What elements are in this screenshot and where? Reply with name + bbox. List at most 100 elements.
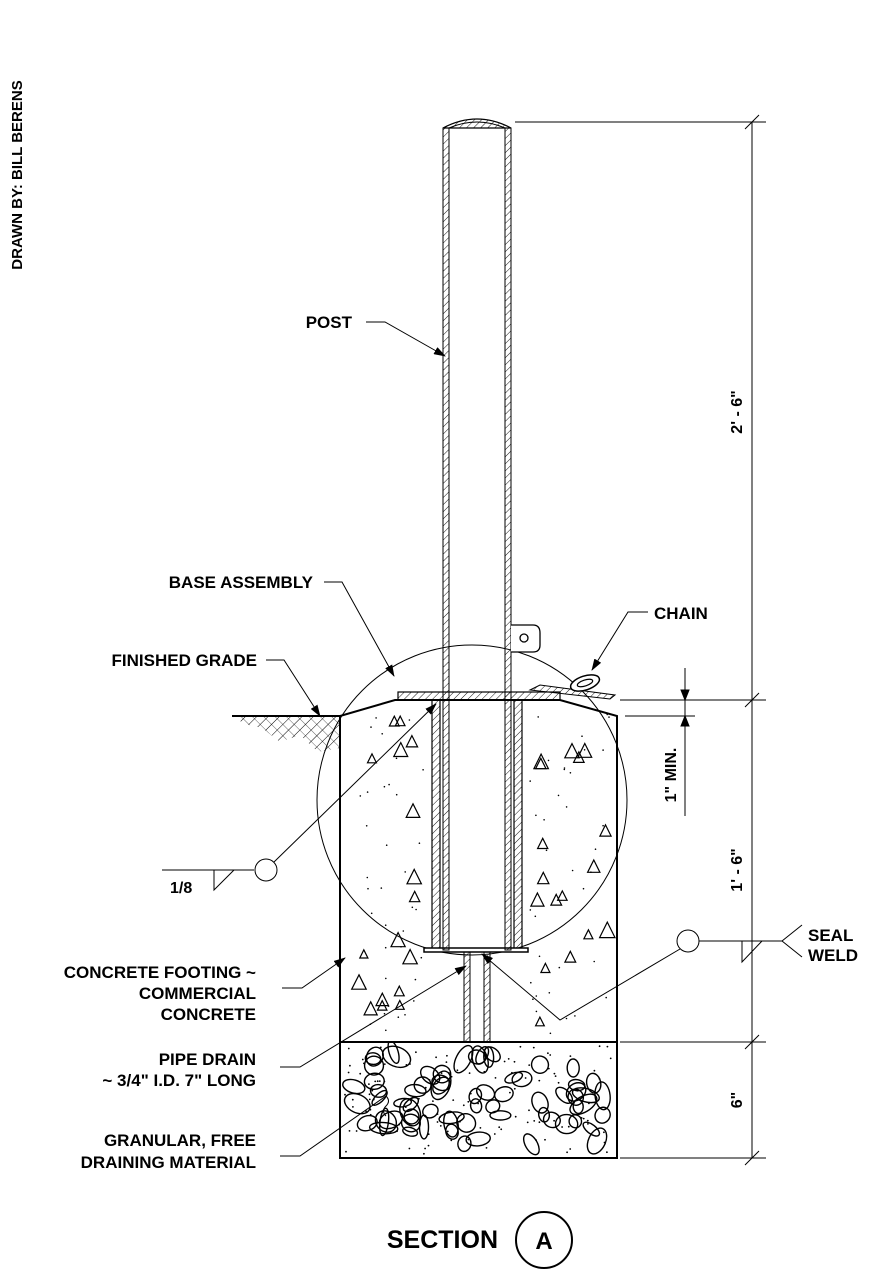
gravel-stone bbox=[399, 1098, 422, 1127]
gravel-dot bbox=[348, 1130, 351, 1132]
gravel-dot bbox=[467, 1138, 470, 1141]
aggregate-dot bbox=[557, 794, 560, 797]
drawn-by-text: DRAWN BY: BILL BERENS bbox=[9, 80, 26, 269]
label-chain: CHAIN bbox=[654, 604, 708, 623]
aggregate-mark bbox=[393, 984, 406, 997]
gravel-dot bbox=[450, 1139, 453, 1142]
aggregate-mark bbox=[586, 858, 601, 873]
gravel-stone bbox=[402, 1126, 419, 1137]
gravel-dot bbox=[446, 1054, 448, 1057]
gravel-dot bbox=[423, 1152, 425, 1155]
aggregate-dot bbox=[569, 772, 572, 774]
gravel-stone bbox=[566, 1058, 580, 1078]
gravel-dot bbox=[405, 1064, 408, 1066]
gravel-dot bbox=[553, 1072, 556, 1075]
gravel-dot bbox=[547, 1052, 549, 1055]
aggregate-dot bbox=[547, 759, 550, 762]
aggregate-dot bbox=[420, 956, 423, 959]
gravel-dot bbox=[424, 1086, 427, 1089]
gravel-dot bbox=[412, 1096, 414, 1099]
label-footing-2: COMMERCIAL bbox=[139, 984, 256, 1003]
gravel-dot bbox=[538, 1079, 541, 1082]
aggregate-dot bbox=[414, 978, 417, 981]
gravel-dot bbox=[410, 1097, 413, 1100]
gravel-stone bbox=[555, 1086, 574, 1104]
label-gravel-1: GRANULAR, FREE bbox=[104, 1131, 256, 1150]
gravel-dot bbox=[593, 1069, 596, 1072]
gravel-dot bbox=[603, 1131, 605, 1134]
gravel-stone bbox=[468, 1087, 483, 1105]
gravel-dot bbox=[352, 1106, 354, 1108]
aggregate-mark bbox=[363, 1000, 379, 1016]
aggregate-dot bbox=[366, 876, 369, 879]
gravel-dot bbox=[349, 1064, 351, 1067]
gravel-dot bbox=[424, 1147, 426, 1150]
aggregate-dot bbox=[404, 1014, 406, 1016]
gravel-dot bbox=[427, 1144, 430, 1147]
gravel-stone bbox=[368, 1121, 399, 1135]
gravel-stone bbox=[356, 1114, 378, 1132]
aggregate-mark bbox=[529, 891, 545, 907]
gravel-stone bbox=[404, 1083, 427, 1098]
gravel-dot bbox=[483, 1070, 486, 1073]
gravel-dot bbox=[503, 1060, 506, 1063]
gravel-stone bbox=[343, 1092, 371, 1115]
gravel-dot bbox=[549, 1054, 552, 1056]
pipe-drain bbox=[463, 951, 491, 1043]
gravel-stone bbox=[465, 1131, 491, 1147]
aggregate-dot bbox=[548, 992, 551, 994]
aggregate-mark bbox=[536, 836, 549, 850]
gravel-stone bbox=[537, 1106, 551, 1123]
gravel-stone bbox=[483, 1046, 495, 1068]
aggregate-dot bbox=[384, 924, 387, 926]
gravel-stone bbox=[571, 1087, 600, 1104]
aggregate-mark bbox=[563, 742, 581, 759]
gravel-dot bbox=[418, 1097, 420, 1100]
gravel-stone bbox=[567, 1078, 586, 1092]
gravel-stone bbox=[443, 1110, 459, 1138]
aggregate-mark bbox=[408, 890, 421, 903]
gravel-stone bbox=[363, 1055, 385, 1076]
gravel-dot bbox=[485, 1147, 488, 1149]
gravel-dot bbox=[526, 1121, 529, 1124]
gravel-dot bbox=[409, 1063, 411, 1065]
gravel-dot bbox=[371, 1089, 374, 1092]
aggregate-mark bbox=[534, 1015, 546, 1027]
gravel-dot bbox=[538, 1121, 541, 1124]
aggregate-dot bbox=[402, 930, 405, 932]
aggregate-mark bbox=[401, 948, 419, 965]
gravel-dot bbox=[371, 1094, 374, 1096]
label-seal-weld-1: SEAL bbox=[808, 926, 853, 945]
aggregate-dot bbox=[422, 769, 424, 771]
label-post: POST bbox=[306, 313, 353, 332]
aggregate-dot bbox=[608, 716, 610, 718]
aggregate-dot bbox=[411, 906, 414, 909]
gravel-dot bbox=[528, 1109, 530, 1112]
gravel-dot bbox=[351, 1098, 354, 1101]
aggregate-dot bbox=[558, 966, 561, 969]
gravel-dot bbox=[528, 1064, 531, 1066]
aggregate-dot bbox=[397, 1016, 400, 1018]
aggregate-mark bbox=[388, 714, 401, 727]
gravel-dot bbox=[500, 1128, 503, 1131]
gravel-stone bbox=[363, 1072, 385, 1091]
aggregate-dot bbox=[529, 780, 531, 782]
gravel-stone bbox=[445, 1123, 459, 1140]
aggregate-dot bbox=[565, 1017, 568, 1020]
gravel-stone bbox=[393, 1097, 413, 1108]
aggregate-dot bbox=[563, 768, 566, 771]
detail-circle bbox=[316, 644, 628, 956]
aggregate-dot bbox=[370, 912, 373, 915]
aggregate-dot bbox=[590, 871, 592, 873]
aggregate-mark bbox=[350, 973, 368, 990]
aggregate-dot bbox=[594, 848, 597, 850]
gravel-stone bbox=[554, 1113, 579, 1135]
gravel-dot bbox=[363, 1062, 365, 1065]
gravel-dot bbox=[435, 1056, 437, 1059]
gravel-dot bbox=[396, 1130, 398, 1133]
label-footing-1: CONCRETE FOOTING ~ bbox=[64, 963, 256, 982]
gravel-dot bbox=[448, 1072, 450, 1074]
gravel-stone bbox=[572, 1099, 584, 1115]
aggregate-dot bbox=[380, 887, 383, 889]
gravel-dot bbox=[445, 1061, 448, 1063]
